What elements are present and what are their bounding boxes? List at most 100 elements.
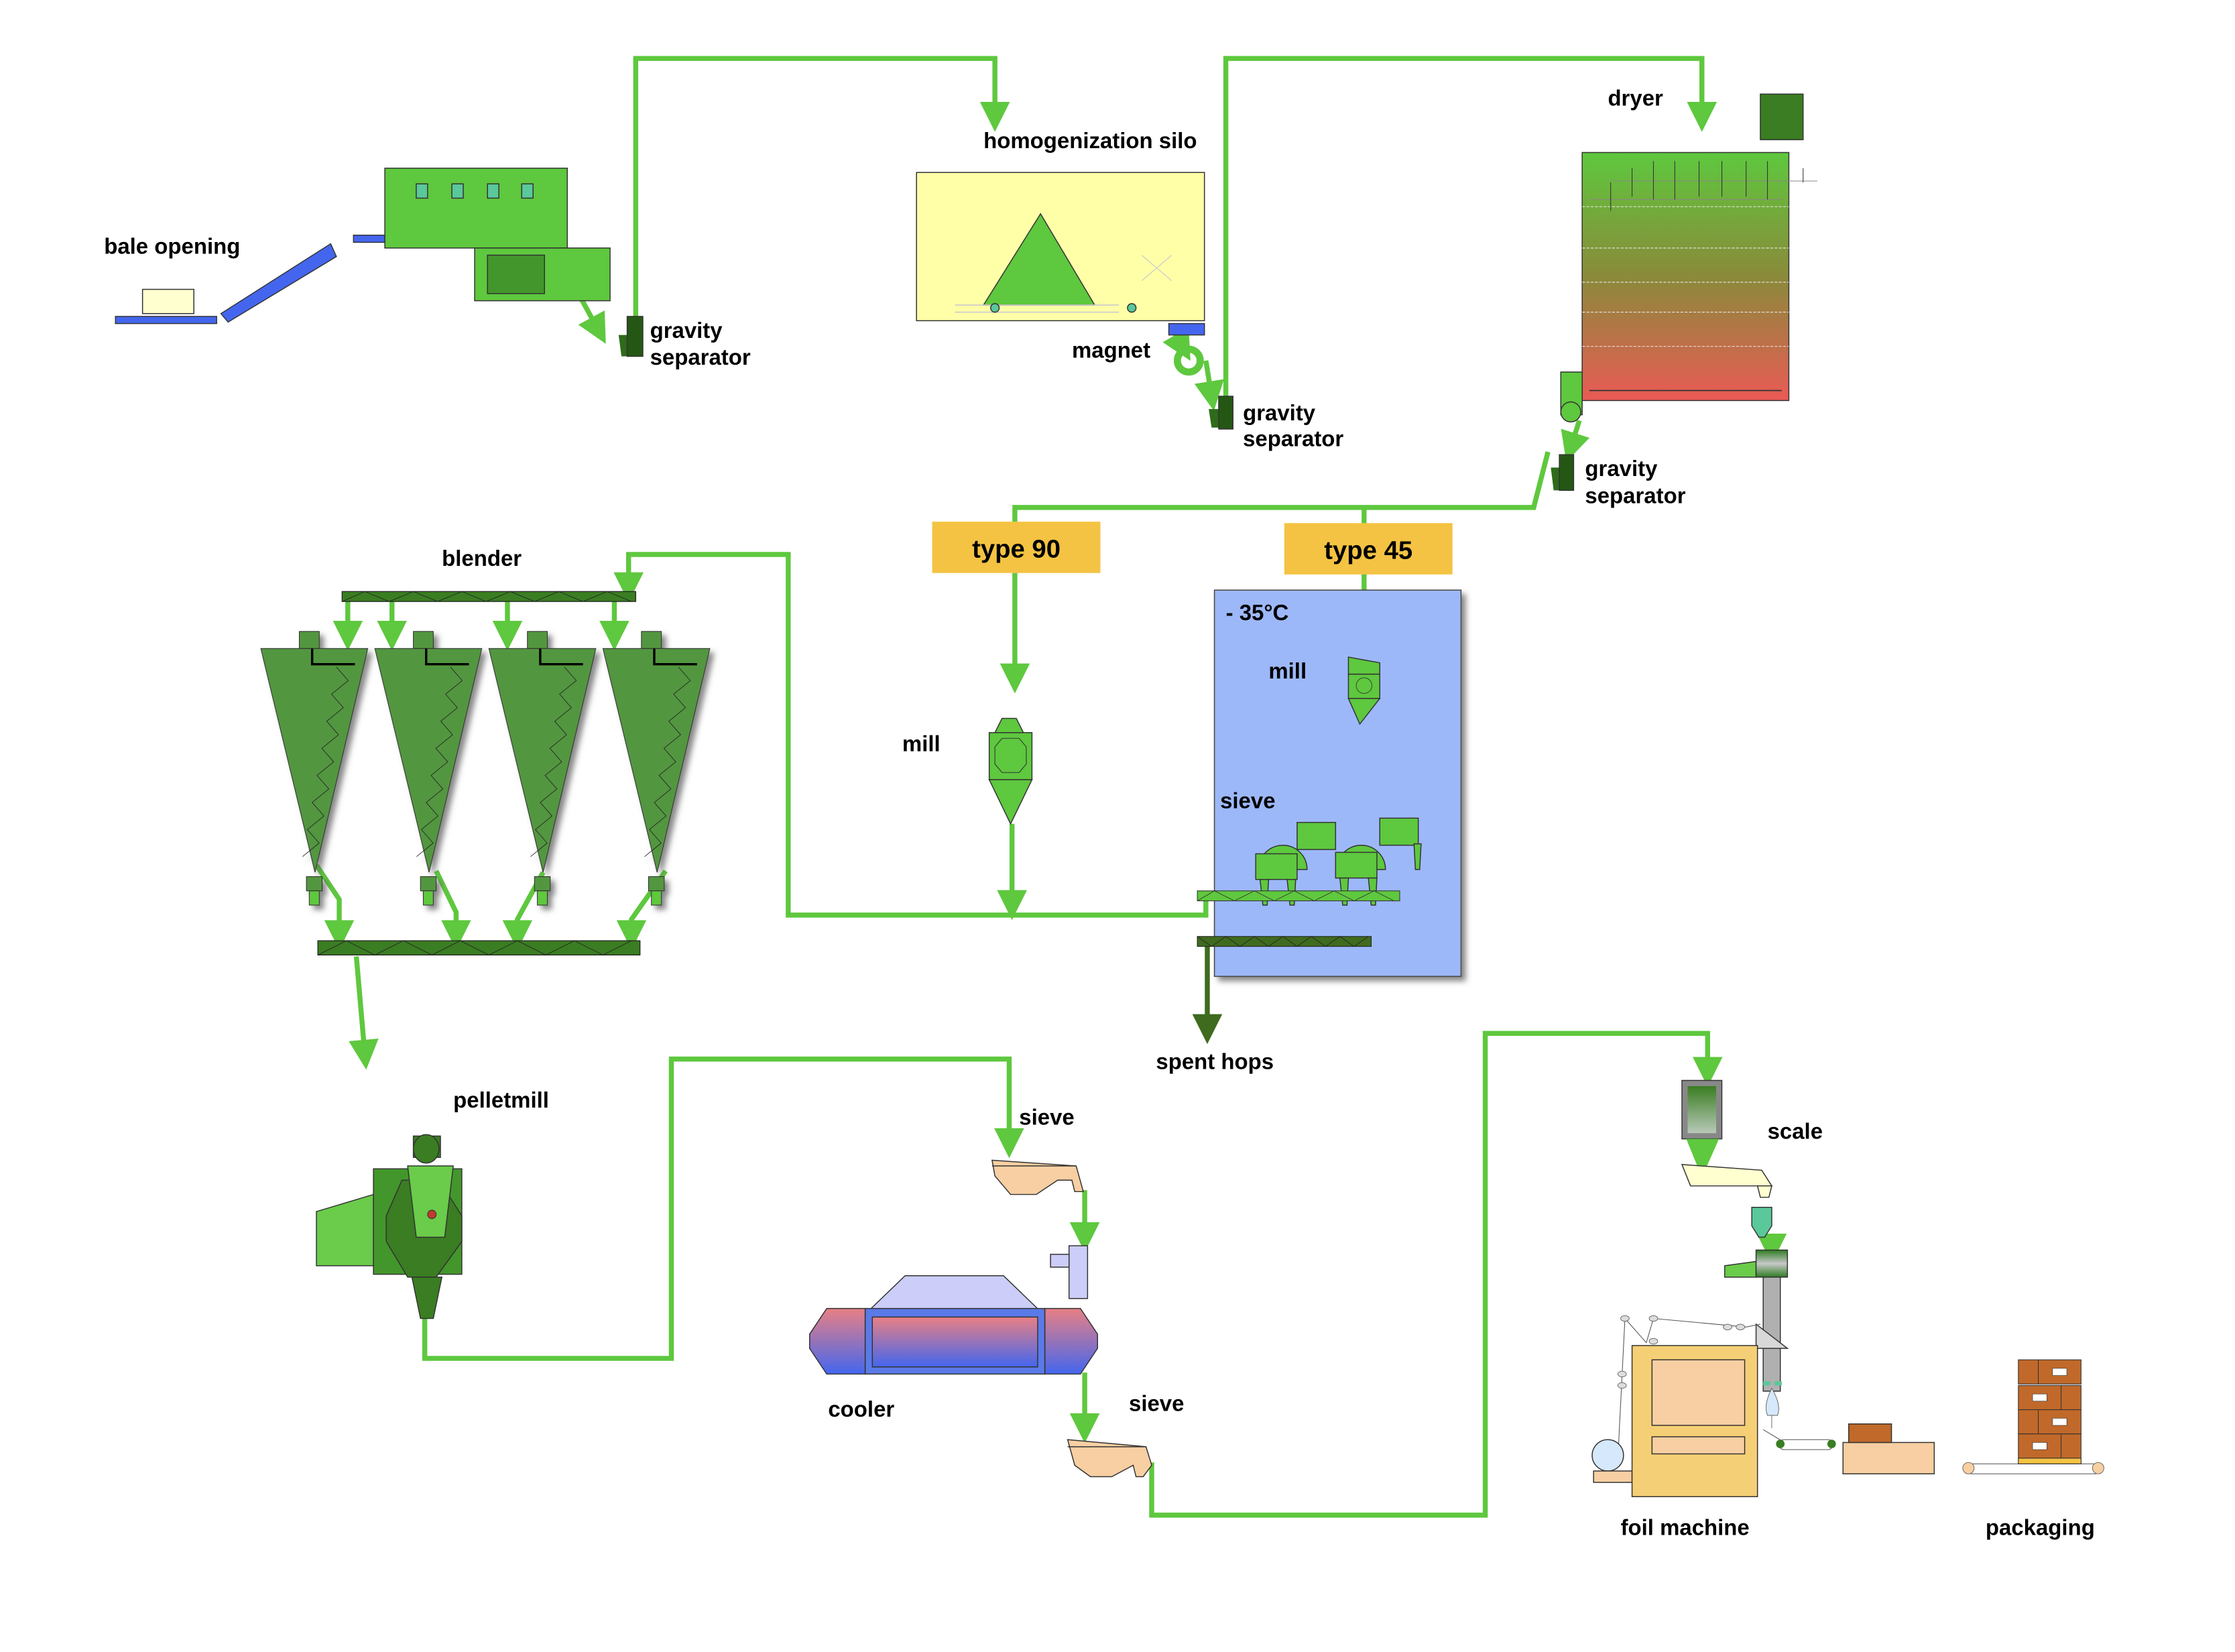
cooler-feeder <box>1050 1245 1089 1299</box>
sieve-body <box>1255 853 1298 880</box>
tank-inlet <box>641 631 662 649</box>
label-bale-opening: bale opening <box>104 233 240 258</box>
sieve-leg <box>1413 843 1422 870</box>
dryer-fan <box>1760 93 1804 141</box>
dryer-body <box>1581 152 1790 402</box>
foil-path-top <box>1624 1317 1761 1344</box>
pallet-roller-1 <box>1962 1462 1975 1474</box>
roller-feeder <box>1724 1260 1757 1278</box>
label-cold-room-temp: - 35°C <box>1226 600 1289 625</box>
label-sieve-bottom: sieve <box>1129 1391 1184 1416</box>
label-gravity-separator-2: gravity <box>1243 400 1316 425</box>
feed-conveyor <box>353 235 385 243</box>
tank-inlet <box>527 631 548 649</box>
mill-type-90: mill <box>902 717 1033 825</box>
blender-tank <box>260 631 369 906</box>
label-gravity-separator-3-line2: separator <box>1585 483 1685 508</box>
sieve-motor <box>1379 817 1419 846</box>
tank-inlet <box>298 631 320 649</box>
tank-pipe <box>653 648 697 666</box>
sieve-bottom: sieve <box>1067 1391 1184 1478</box>
foil-rollers <box>1617 1315 1745 1389</box>
blender-tanks <box>260 631 711 906</box>
dryer-rakes <box>1589 161 1818 211</box>
bale-opener-panel <box>487 254 545 294</box>
type-90-badge: type 90 <box>932 522 1101 573</box>
blender-top-conveyor <box>341 591 636 602</box>
magnet-ring <box>1173 345 1204 376</box>
mill-rotor <box>994 738 1027 773</box>
dryer-shelves <box>1582 206 1789 347</box>
carton <box>1848 1423 1892 1443</box>
label-sieve-cold: sieve <box>1220 788 1275 813</box>
tank-valve <box>534 876 551 892</box>
box-label <box>2052 1418 2067 1426</box>
blender-bottom-conveyor <box>317 940 641 956</box>
label-scale: scale <box>1768 1119 1823 1144</box>
pallet <box>2018 1458 2081 1464</box>
box-label <box>2032 1393 2047 1402</box>
separator-body <box>1559 454 1575 491</box>
pelletmill-feeder <box>316 1193 374 1266</box>
flow-tank2-out <box>434 870 471 950</box>
bale-opener-machine <box>384 168 568 249</box>
type-90-box <box>932 522 1101 573</box>
feeder-body <box>1068 1245 1089 1299</box>
conveyor-roller-2 <box>1827 1439 1836 1448</box>
mill-cone <box>988 779 1033 825</box>
gravity-separator-2: gravity separator <box>1209 396 1343 451</box>
pelletmill: pelletmill <box>316 1087 549 1319</box>
mill-rotor <box>1355 677 1372 694</box>
blender-tank <box>374 631 483 906</box>
label-type-45: type 45 <box>1324 536 1412 565</box>
blender: blender <box>260 546 711 956</box>
window-4 <box>521 183 534 199</box>
cooler-left-cap <box>808 1307 866 1375</box>
sieve-body <box>1067 1439 1152 1478</box>
label-mill-type90: mill <box>902 731 941 756</box>
sieve-motor <box>1296 821 1337 850</box>
window-2 <box>451 183 464 199</box>
sealer-right <box>1774 1381 1782 1386</box>
tank-screw <box>416 666 463 858</box>
label-foil-machine: foil machine <box>1621 1515 1750 1540</box>
scale-hopper-inner <box>1687 1085 1717 1134</box>
blender-tank <box>602 631 711 906</box>
cooler: cooler <box>808 1275 1098 1421</box>
label-blender: blender <box>442 546 522 571</box>
tank-inlet <box>413 631 434 649</box>
pallet-roller-2 <box>2092 1462 2104 1474</box>
mill-cone <box>1347 697 1381 725</box>
flow-to-blender <box>613 552 1209 918</box>
bale <box>141 288 194 314</box>
flow-pelletmill-to-sieve <box>422 1056 1024 1361</box>
tank-outlet <box>537 890 548 906</box>
bag-conveyor <box>1778 1439 1833 1450</box>
pallet-box <box>2018 1433 2081 1459</box>
label-gravity-separator-3: gravity <box>1585 456 1658 481</box>
blender-top-pattern <box>342 591 632 602</box>
cooler-chamber <box>871 1316 1038 1368</box>
bale-conveyor <box>115 316 217 324</box>
tank-cone <box>374 648 483 873</box>
forming-shoulder <box>1755 1323 1789 1349</box>
scale-chute <box>1756 1185 1772 1198</box>
waste-screw-conveyor <box>1197 936 1372 947</box>
label-magnet: magnet <box>1072 338 1150 363</box>
label-spent-hops: spent hops <box>1156 1049 1274 1073</box>
scale: scale <box>1681 1079 1823 1278</box>
foil-roll-stand <box>1593 1470 1633 1483</box>
silo-wheel-1 <box>990 303 1000 313</box>
window-3 <box>487 183 499 199</box>
blender-tank <box>488 631 597 906</box>
pallet-conveyor <box>1966 1463 2100 1474</box>
magnet: magnet <box>1072 322 1205 376</box>
cold-room: - 35°C mill sieve <box>1197 589 1462 978</box>
box-label <box>2032 1442 2047 1450</box>
silo-wheel-2 <box>1127 303 1137 313</box>
cold-screw-pattern <box>1197 890 1394 902</box>
roller <box>1755 1249 1789 1278</box>
silo-x-2 <box>1141 255 1172 282</box>
label-packaging: packaging <box>1986 1515 2095 1540</box>
